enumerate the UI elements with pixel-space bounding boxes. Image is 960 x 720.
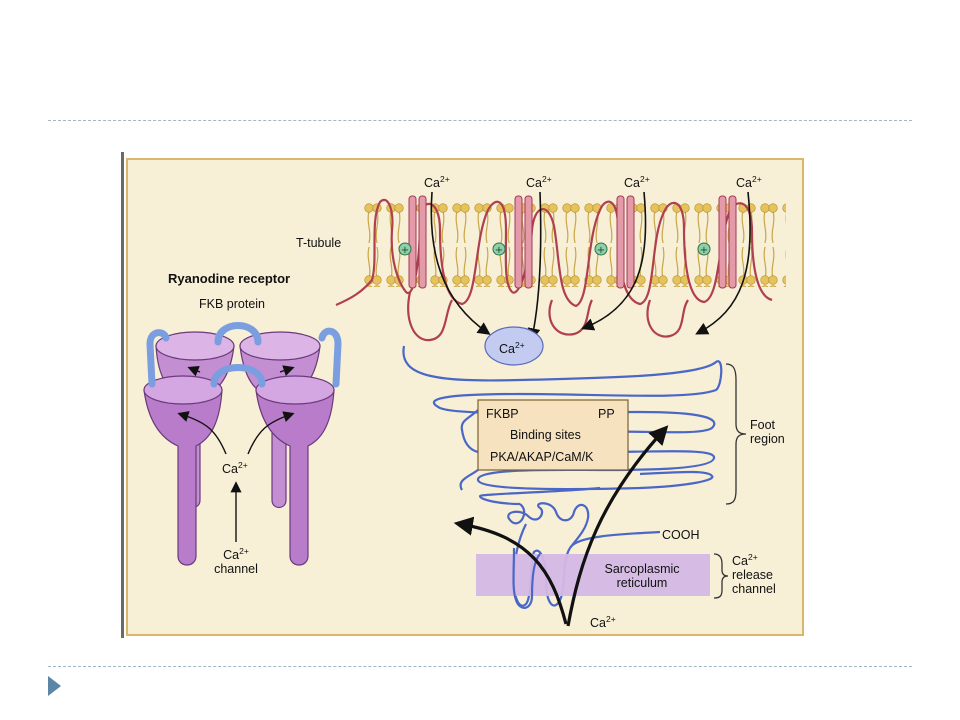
- diagram-title: Ryanodine receptor: [168, 271, 291, 286]
- figure-left-bar: [121, 152, 124, 638]
- t-tubule-membrane: [362, 203, 786, 287]
- ca-label-3: Ca2+: [624, 174, 650, 190]
- foot-region-label: Foot region: [750, 418, 785, 446]
- kinases-label: PKA/AKAP/CaM/K: [490, 450, 594, 464]
- fkb-protein-label: FKB protein: [199, 297, 266, 311]
- svg-text:+: +: [401, 245, 409, 256]
- svg-text:+: +: [700, 245, 708, 256]
- pp-label: PP: [598, 407, 615, 421]
- bottom-divider: [48, 666, 912, 667]
- dhp-receptor-strands: [335, 198, 773, 342]
- ca-release-arrows: [453, 425, 669, 627]
- region-brackets: [713, 363, 747, 599]
- ryr-foot-strand: [402, 345, 723, 607]
- ca-label-1: Ca2+: [424, 174, 450, 190]
- ca-release-label: Ca2+: [590, 614, 616, 630]
- sarcoplasmic-reticulum-label: Sarcoplasmic reticulum: [604, 562, 680, 590]
- binding-sites-label: Binding sites: [510, 428, 581, 442]
- ca-channel-label: Ca2+ channel: [214, 546, 258, 576]
- cooh-label: COOH: [662, 528, 700, 542]
- release-channel-label: Ca2+ release channel: [732, 552, 776, 596]
- voltage-sensor-plus-icons: + + + +: [398, 242, 711, 256]
- binding-sites-box: [477, 399, 629, 471]
- svg-text:+: +: [495, 245, 503, 256]
- top-divider: [48, 120, 912, 121]
- ca-label-4: Ca2+: [736, 174, 762, 190]
- fkbp-label: FKBP: [486, 407, 519, 421]
- bullet-arrow-icon: [48, 676, 61, 696]
- ca-label-2: Ca2+: [526, 174, 552, 190]
- svg-text:+: +: [597, 245, 605, 256]
- calcium-ion-bubble: [484, 326, 544, 366]
- ca-channel-columns: [408, 195, 737, 289]
- ca-receptor-label: Ca2+: [222, 460, 248, 476]
- fkb-protein-loops: [146, 322, 342, 388]
- ca-ion-label: Ca2+: [499, 340, 525, 356]
- ca-influx-arrows: [430, 191, 751, 342]
- receptor-ca-arrows: [177, 365, 295, 542]
- t-tubule-label: T-tubule: [296, 236, 342, 250]
- ryr-transmembrane-strand: [512, 547, 541, 609]
